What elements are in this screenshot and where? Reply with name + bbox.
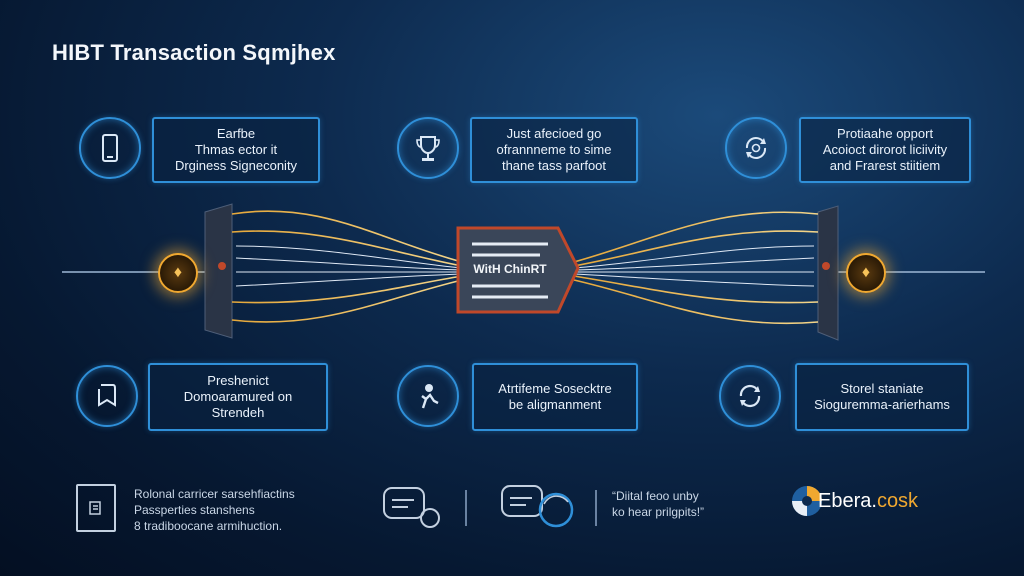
top-box-left-line: Drginess Signeconity bbox=[174, 158, 298, 173]
chat-icon bbox=[382, 484, 452, 530]
cycle-icon bbox=[719, 365, 781, 427]
right-connector-dot bbox=[822, 262, 830, 270]
footer-left-line: Passperties stanshens bbox=[134, 503, 255, 517]
top-box-center-line: Just afecioed go bbox=[506, 126, 602, 141]
globe-logo-icon bbox=[790, 484, 824, 518]
top-box-left-line: Earfbe bbox=[216, 126, 256, 141]
trophy-icon bbox=[397, 117, 459, 179]
diagram-title: HIBT Transaction Sqmjhex bbox=[52, 40, 336, 65]
bottom-box-right-line: Storel staniate bbox=[840, 381, 924, 396]
top-box-right-line: Acoioct dirorot liciivity bbox=[822, 142, 948, 157]
center-hub-label: WitH ChinRT bbox=[473, 262, 547, 276]
top-box-center: Just afecioed go ofrannneme to sime than… bbox=[470, 117, 638, 183]
brand-logo-text: Ebera.cosk bbox=[818, 490, 918, 513]
bottom-box-center: Atrtifeme Sosecktre be aligmanment bbox=[472, 363, 638, 431]
right-crest-icon: ♦ bbox=[846, 253, 886, 293]
footer-left-line: Rolonal carricer sarsehfiactins bbox=[134, 487, 295, 501]
left-connector-block bbox=[204, 203, 233, 339]
top-box-right-line: and Frarest stiitiem bbox=[829, 158, 941, 173]
bottom-box-left-line: Preshenict bbox=[207, 373, 269, 388]
brand-logo-main: Ebera. bbox=[818, 490, 877, 512]
bottom-box-left: Preshenict Domoaramured on Strendeh bbox=[148, 363, 328, 431]
brand-logo-accent: cosk bbox=[876, 490, 919, 512]
footer-quote-line: “Diital feoo unby bbox=[612, 489, 699, 503]
footer-left-text: Rolonal carricer sarsehfiactins Passpert… bbox=[134, 486, 295, 534]
bottom-box-left-line: Domoaramured on bbox=[183, 389, 293, 404]
center-hub-stripes bbox=[472, 242, 548, 299]
top-box-center-line: ofrannneme to sime bbox=[496, 142, 612, 157]
right-connector-block bbox=[817, 205, 839, 341]
left-gold-wires bbox=[231, 210, 463, 323]
left-connector-dot bbox=[218, 262, 226, 270]
phone-icon bbox=[79, 117, 141, 179]
bottom-box-center-line: be aligmanment bbox=[508, 397, 602, 412]
person-icon bbox=[397, 365, 459, 427]
top-box-left-line: Thmas ector it bbox=[194, 142, 278, 157]
top-box-left: Earfbe Thmas ector it Drginess Signeconi… bbox=[152, 117, 320, 183]
bookmark-icon bbox=[76, 365, 138, 427]
top-box-center-line: thane tass parfoot bbox=[501, 158, 607, 173]
left-crest-icon: ♦ bbox=[158, 253, 198, 293]
right-white-wires bbox=[573, 245, 815, 287]
bottom-box-right-line: Sioguremma-arierhams bbox=[814, 397, 950, 412]
footer-left-line: 8 tradiboocane armihuction. bbox=[134, 519, 283, 533]
document-icon bbox=[76, 484, 116, 532]
bottom-box-center-line: Atrtifeme Sosecktre bbox=[498, 381, 612, 396]
footer-quote: “Diital feoo unby ko hear prilgpits!” bbox=[612, 488, 704, 520]
chat-cycle-icon bbox=[500, 480, 584, 530]
footer-quote-line: ko hear prilgpits!” bbox=[612, 505, 705, 519]
top-box-right-line: Protiaahe opport bbox=[836, 126, 934, 141]
bottom-box-left-line: Strendeh bbox=[211, 405, 265, 420]
center-hub-shape bbox=[456, 226, 580, 314]
right-gold-wires bbox=[573, 211, 819, 325]
bottom-box-right: Storel staniate Sioguremma-arierhams bbox=[795, 363, 969, 431]
left-white-wires bbox=[235, 245, 463, 287]
top-box-right: Protiaahe opport Acoioct dirorot liciivi… bbox=[799, 117, 971, 183]
refresh-gear-icon bbox=[725, 117, 787, 179]
